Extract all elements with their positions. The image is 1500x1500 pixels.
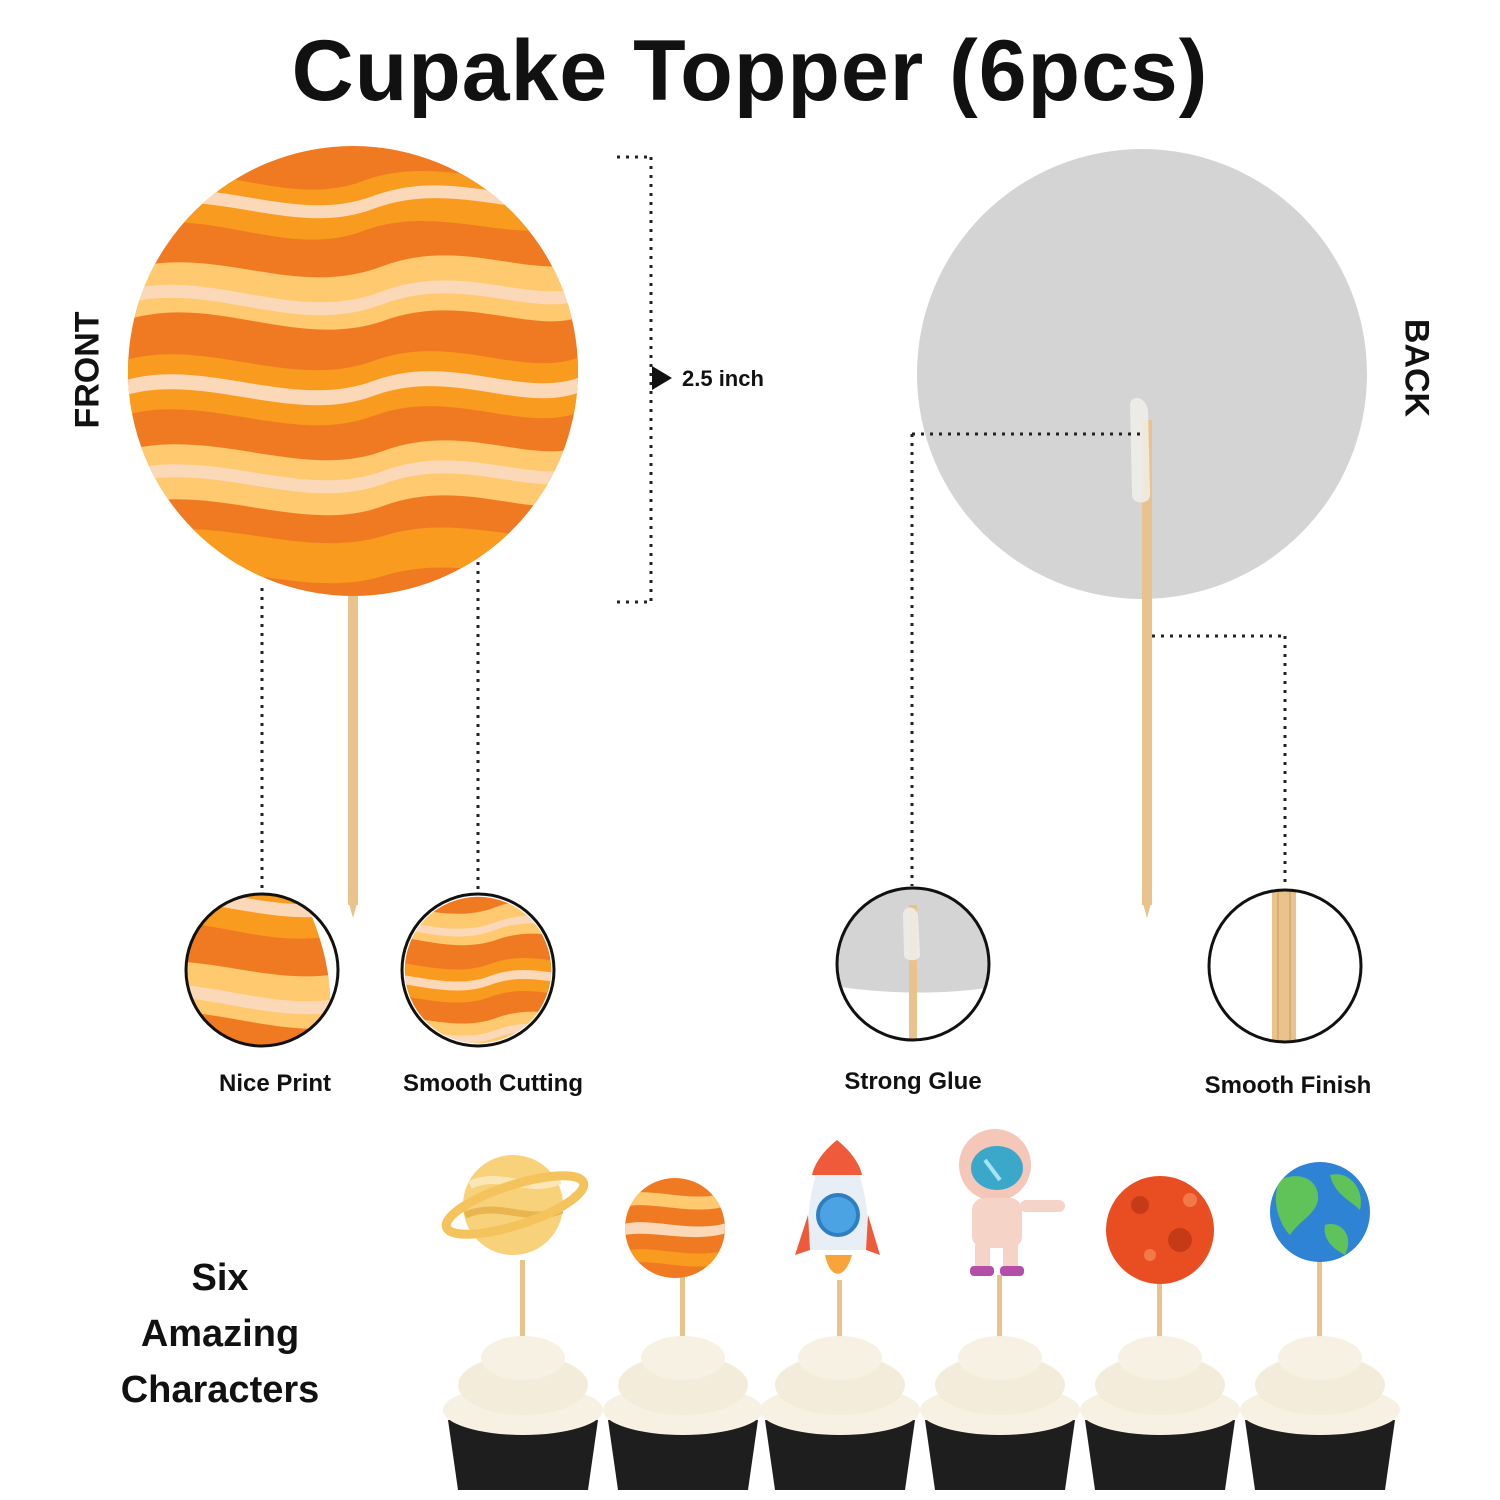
characters-caption-line-3: Characters <box>120 1369 320 1411</box>
glue-blob <box>1130 398 1150 503</box>
back-label: BACK <box>1397 318 1436 418</box>
cupcake-saturn <box>443 1260 603 1490</box>
feature-caption-nice-print: Nice Print <box>218 1070 332 1097</box>
back-topper-disc <box>917 149 1367 599</box>
front-stick-tip <box>348 900 358 918</box>
cupcake-row <box>441 1129 1400 1490</box>
back-stick-tip <box>1142 900 1152 918</box>
back-stick <box>1142 420 1152 905</box>
feature-caption-smooth-finish: Smooth Finish <box>1204 1072 1372 1099</box>
front-label: FRONT <box>68 311 107 429</box>
dimension-arrow-icon <box>652 366 672 390</box>
characters-caption-line-1: Six <box>191 1257 249 1299</box>
mars-topper-icon <box>1106 1176 1214 1284</box>
smooth-cutting-zoom-icon <box>400 892 556 1048</box>
cupcake-earth <box>1240 1260 1400 1490</box>
feature-caption-strong-glue: Strong Glue <box>844 1068 982 1095</box>
front-topper-disc <box>128 146 578 596</box>
cupcake-mars <box>1080 1280 1240 1490</box>
feature-caption-smooth-cutting: Smooth Cutting <box>403 1070 583 1097</box>
characters-caption-line-2: Amazing <box>140 1313 300 1355</box>
front-stick <box>348 560 358 905</box>
strong-glue-zoom-icon <box>835 886 991 1042</box>
page-title: Cupake Topper (6pcs) <box>291 23 1209 119</box>
cupcake-orange <box>603 1270 763 1490</box>
dimension-bracket <box>617 155 653 604</box>
cupcake-rocket <box>760 1280 920 1490</box>
dimension-label: 2.5 inch <box>682 366 764 391</box>
smooth-finish-zoom-icon <box>1207 888 1363 1044</box>
cupcake-astronaut <box>920 1275 1080 1490</box>
earth-topper-icon <box>1270 1162 1370 1262</box>
nice-print-zoom-icon <box>184 892 340 1048</box>
characters-caption: Six Amazing Characters <box>70 1250 370 1418</box>
astronaut-topper-icon <box>959 1129 1065 1276</box>
orange-planet-topper-icon <box>625 1178 725 1278</box>
front-leader-lines <box>260 562 480 892</box>
saturn-topper-icon <box>441 1155 589 1255</box>
rocket-topper-icon <box>795 1140 880 1274</box>
back-leader-lines <box>910 432 1287 888</box>
